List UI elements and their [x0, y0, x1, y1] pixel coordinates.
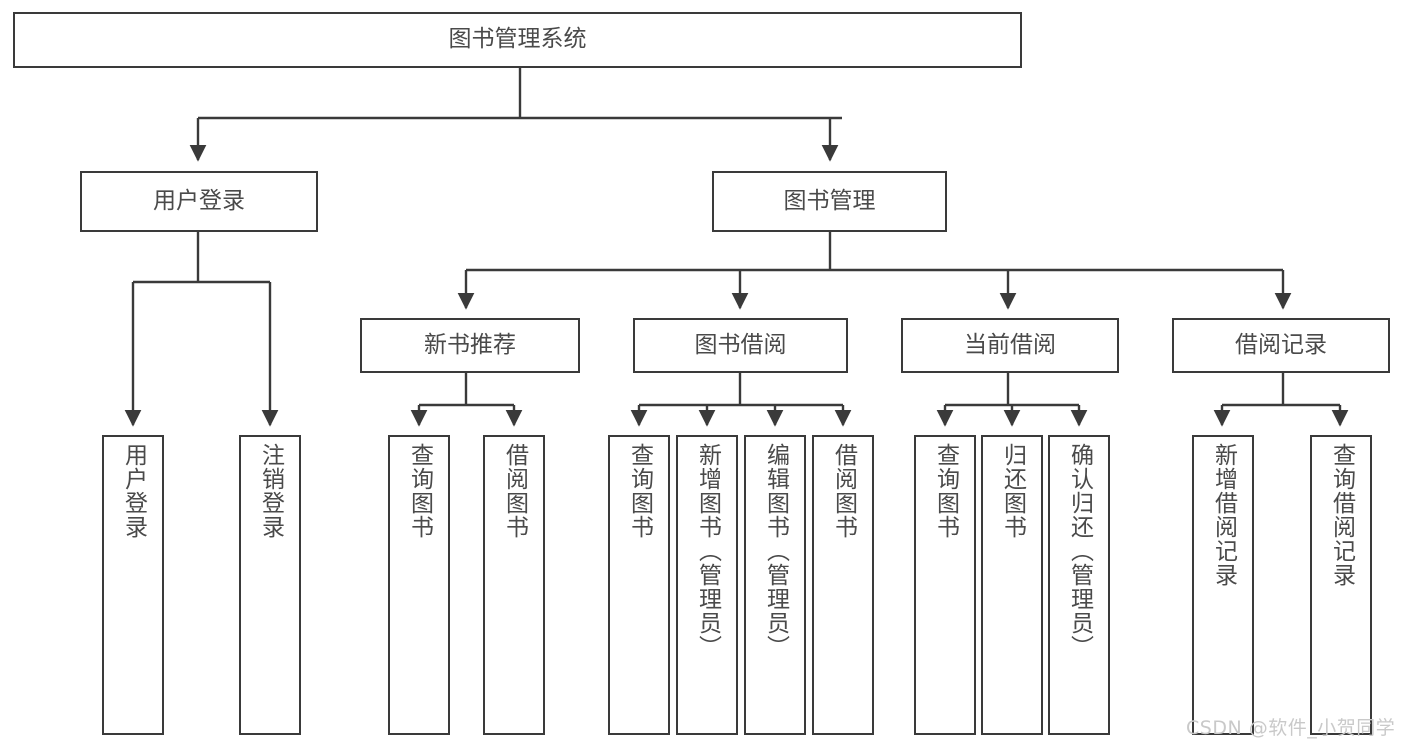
- node-label: 新增图书（管理员）: [694, 443, 721, 659]
- leaf-query-book-borrow[interactable]: 查询图书: [608, 435, 670, 735]
- node-label: 新书推荐: [424, 331, 516, 358]
- leaf-add-book-admin[interactable]: 新增图书（管理员）: [676, 435, 738, 735]
- leaf-query-borrow-record[interactable]: 查询借阅记录: [1310, 435, 1372, 735]
- leaf-query-book-recommend[interactable]: 查询图书: [388, 435, 450, 735]
- node-label: 当前借阅: [964, 331, 1056, 358]
- leaf-edit-book-admin[interactable]: 编辑图书（管理员）: [744, 435, 806, 735]
- node-label: 图书管理: [783, 187, 876, 214]
- node-label: 查询图书: [626, 443, 653, 539]
- node-label: 归还图书: [999, 443, 1026, 539]
- node-current-borrow[interactable]: 当前借阅: [901, 318, 1119, 373]
- leaf-confirm-return-admin[interactable]: 确认归还（管理员）: [1048, 435, 1110, 735]
- leaf-add-borrow-record[interactable]: 新增借阅记录: [1192, 435, 1254, 735]
- leaf-borrow-book[interactable]: 借阅图书: [812, 435, 874, 735]
- node-book-borrow[interactable]: 图书借阅: [633, 318, 848, 373]
- leaf-logout[interactable]: 注销登录: [239, 435, 301, 735]
- node-label: 新增借阅记录: [1210, 443, 1237, 587]
- node-label: 查询图书: [406, 443, 433, 539]
- node-label: 确认归还（管理员）: [1066, 443, 1093, 659]
- node-label: 用户登录: [120, 443, 147, 539]
- node-label: 查询图书: [932, 443, 959, 539]
- node-label: 用户登录: [153, 187, 245, 214]
- node-label: 图书借阅: [694, 331, 787, 358]
- node-label: 借阅图书: [830, 443, 857, 539]
- node-root-system[interactable]: 图书管理系统: [13, 12, 1022, 68]
- node-label: 注销登录: [257, 443, 284, 539]
- node-label: 图书管理系统: [448, 26, 587, 53]
- leaf-user-login[interactable]: 用户登录: [102, 435, 164, 735]
- node-borrow-record[interactable]: 借阅记录: [1172, 318, 1390, 373]
- leaf-borrow-book-recommend[interactable]: 借阅图书: [483, 435, 545, 735]
- node-label: 编辑图书（管理员）: [762, 443, 789, 659]
- node-label: 借阅图书: [501, 443, 528, 539]
- node-label: 查询借阅记录: [1328, 443, 1355, 587]
- node-new-book-recommend[interactable]: 新书推荐: [360, 318, 580, 373]
- node-user-login[interactable]: 用户登录: [80, 171, 318, 232]
- node-book-management[interactable]: 图书管理: [712, 171, 947, 232]
- leaf-query-book-current[interactable]: 查询图书: [914, 435, 976, 735]
- leaf-return-book[interactable]: 归还图书: [981, 435, 1043, 735]
- node-label: 借阅记录: [1235, 331, 1327, 358]
- csdn-watermark: CSDN @软件_小贺同学: [1186, 717, 1396, 739]
